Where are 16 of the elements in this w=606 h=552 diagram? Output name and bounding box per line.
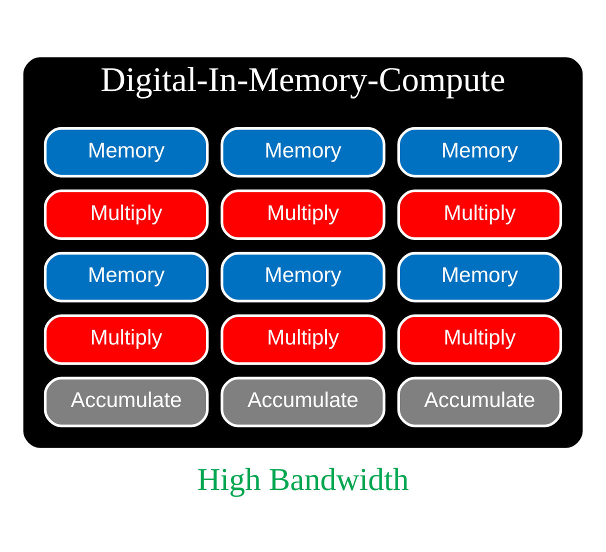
node-box: Memory: [44, 126, 209, 178]
node-box: Accumulate: [220, 376, 386, 427]
node-box: Multiply: [220, 314, 386, 364]
node-box: Memory: [220, 251, 386, 302]
node-box: Multiply: [44, 188, 209, 240]
node-box: Accumulate: [397, 376, 562, 427]
node-box: Accumulate: [44, 376, 209, 427]
node-box: Memory: [220, 126, 386, 178]
node-box: Multiply: [397, 314, 562, 364]
node-box: Memory: [397, 126, 562, 178]
node-box: Memory: [44, 251, 209, 302]
label: High Bandwidth: [197, 462, 409, 497]
node-box: Multiply: [397, 188, 562, 240]
node-box: Multiply: [44, 314, 209, 364]
node-box: Multiply: [220, 188, 386, 240]
node-box: Memory: [397, 251, 562, 302]
